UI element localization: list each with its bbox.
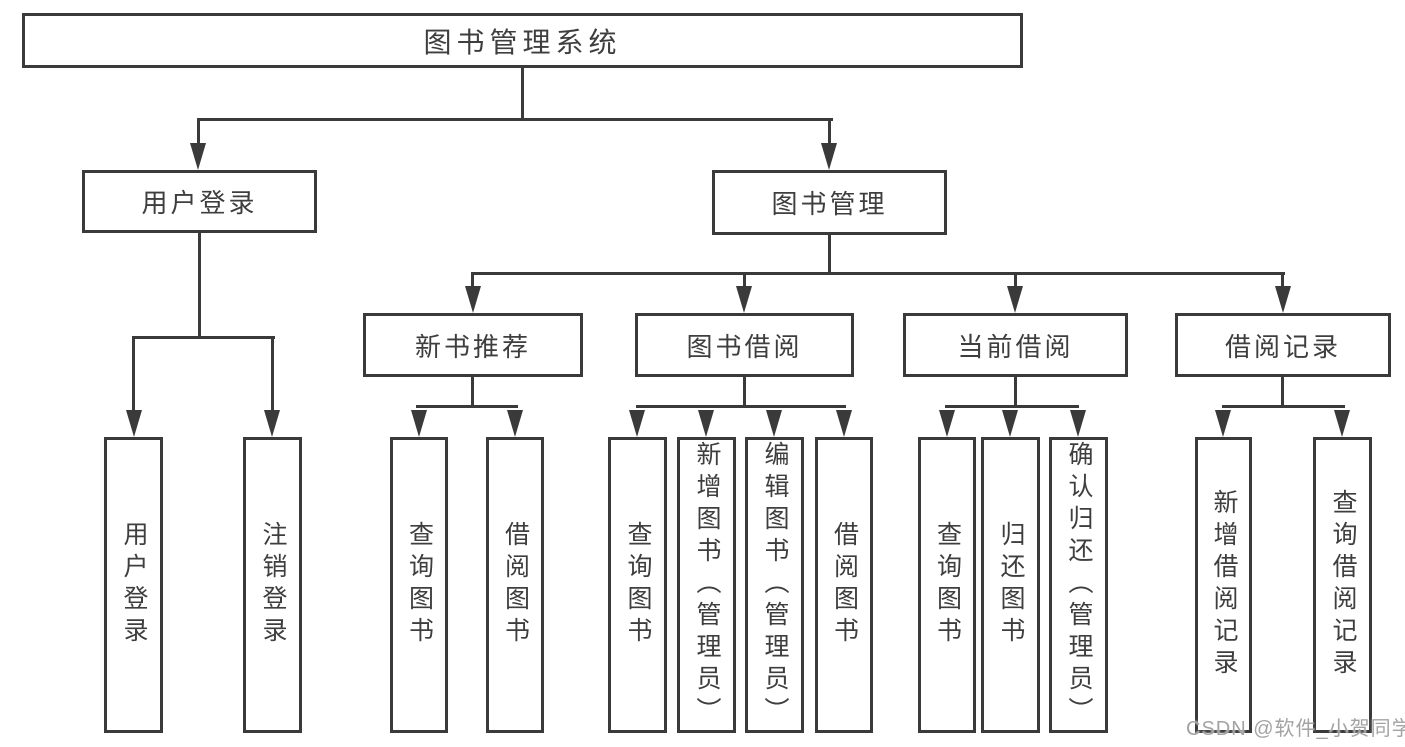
arrowhead-down-icon [736, 286, 752, 313]
leaf-borrow-borrow-books: 借阅图书 [815, 437, 873, 733]
node-book-management: 图书管理 [712, 170, 947, 235]
leaf-borrow-add-books: 新增图书（管理员） [677, 437, 736, 733]
arrowhead-down-icon [126, 410, 142, 437]
connector-line [945, 405, 1079, 408]
leaf-recommend-query-books: 查询图书 [390, 437, 448, 733]
connector-line [828, 118, 831, 146]
leaf-records-add-record: 新增借阅记录 [1195, 437, 1252, 733]
arrowhead-down-icon [821, 143, 837, 170]
arrowhead-down-icon [939, 410, 955, 437]
node-current-borrow: 当前借阅 [903, 313, 1128, 377]
connector-line [743, 375, 746, 406]
arrowhead-down-icon [698, 410, 714, 437]
leaf-logout: 注销登录 [243, 437, 302, 733]
leaf-records-query-record: 查询借阅记录 [1313, 437, 1372, 733]
connector-line [132, 336, 275, 339]
node-root: 图书管理系统 [22, 13, 1023, 68]
node-user-login: 用户登录 [82, 170, 317, 233]
watermark: CSDN @软件_小贺同学 [1186, 718, 1405, 740]
node-borrow-records: 借阅记录 [1175, 313, 1391, 377]
arrowhead-down-icon [1275, 286, 1291, 313]
connector-line [1281, 272, 1284, 288]
connector-line [416, 405, 518, 408]
leaf-user-login: 用户登录 [104, 437, 163, 733]
connector-line [743, 272, 746, 288]
connector-line [197, 118, 200, 146]
connector-line [521, 66, 524, 118]
connector-line [471, 272, 474, 288]
arrowhead-down-icon [629, 410, 645, 437]
connector-line [132, 336, 135, 412]
arrowhead-down-icon [264, 410, 280, 437]
arrowhead-down-icon [1002, 410, 1018, 437]
arrowhead-down-icon [766, 410, 782, 437]
arrowhead-down-icon [1334, 410, 1350, 437]
connector-line [828, 233, 831, 272]
connector-line [271, 336, 274, 412]
arrowhead-down-icon [1215, 410, 1231, 437]
arrowhead-down-icon [411, 410, 427, 437]
connector-line [1281, 375, 1284, 406]
connector-line [636, 405, 846, 408]
arrowhead-down-icon [1070, 410, 1086, 437]
connector-line [1014, 272, 1017, 288]
node-new-book-recommend: 新书推荐 [363, 313, 583, 377]
connector-line [197, 118, 833, 121]
leaf-borrow-query-books: 查询图书 [608, 437, 667, 733]
leaf-recommend-borrow-books: 借阅图书 [486, 437, 544, 733]
leaf-current-confirm-return: 确认归还（管理员） [1049, 437, 1108, 733]
leaf-current-query-books: 查询图书 [918, 437, 976, 733]
arrowhead-down-icon [465, 286, 481, 313]
connector-line [471, 375, 474, 406]
connector-line [471, 272, 1285, 275]
arrowhead-down-icon [190, 143, 206, 170]
arrowhead-down-icon [836, 410, 852, 437]
arrowhead-down-icon [507, 410, 523, 437]
connector-line [198, 230, 201, 336]
connector-line [1222, 405, 1345, 408]
connector-line [1014, 375, 1017, 406]
leaf-current-return-books: 归还图书 [981, 437, 1040, 733]
node-book-borrow: 图书借阅 [635, 313, 854, 377]
arrowhead-down-icon [1007, 286, 1023, 313]
leaf-borrow-edit-books: 编辑图书（管理员） [745, 437, 804, 733]
